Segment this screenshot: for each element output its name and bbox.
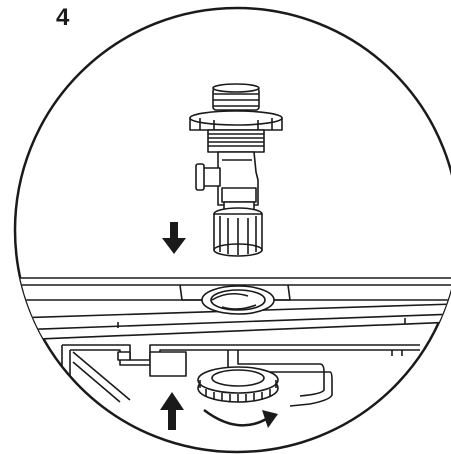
arrow-down-icon	[162, 222, 186, 254]
lock-nut	[197, 366, 279, 403]
arrow-up-icon	[160, 392, 184, 430]
sink-plate	[15, 277, 451, 341]
hose-nut	[213, 207, 263, 257]
curved-arrow-icon	[203, 409, 278, 428]
step-number: 4	[56, 4, 70, 31]
angle-valve	[189, 83, 283, 211]
